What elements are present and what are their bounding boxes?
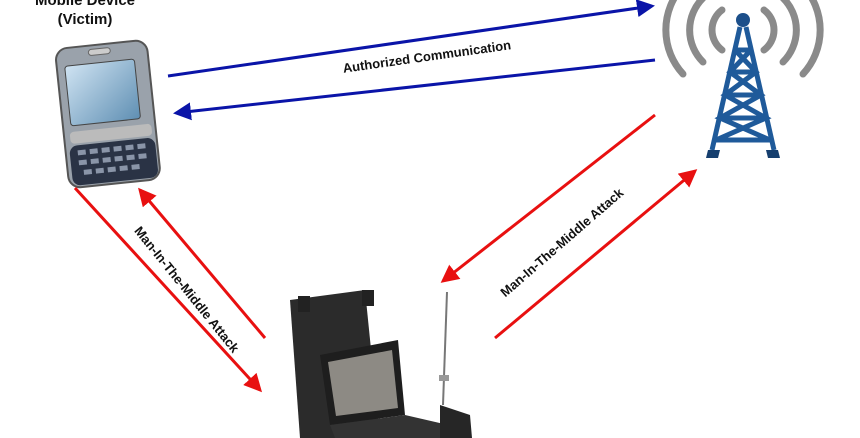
attack-arrow-tower-to-attacker (440, 113, 656, 283)
laptop-attack-kit-icon (290, 290, 472, 438)
cell-tower-icon (662, 0, 824, 158)
victim-title: Mobile Device (Victim) (34, 0, 136, 28)
attack-arrow-attacker-to-phone (138, 187, 267, 339)
authorized-arrow-to-phone (173, 58, 656, 121)
authorized-arrow-to-tower (167, 0, 655, 78)
mobile-phone-icon (55, 39, 161, 189)
attack-arrow-phone-to-attacker (73, 186, 263, 393)
attack-arrow-attacker-to-tower (494, 169, 698, 340)
